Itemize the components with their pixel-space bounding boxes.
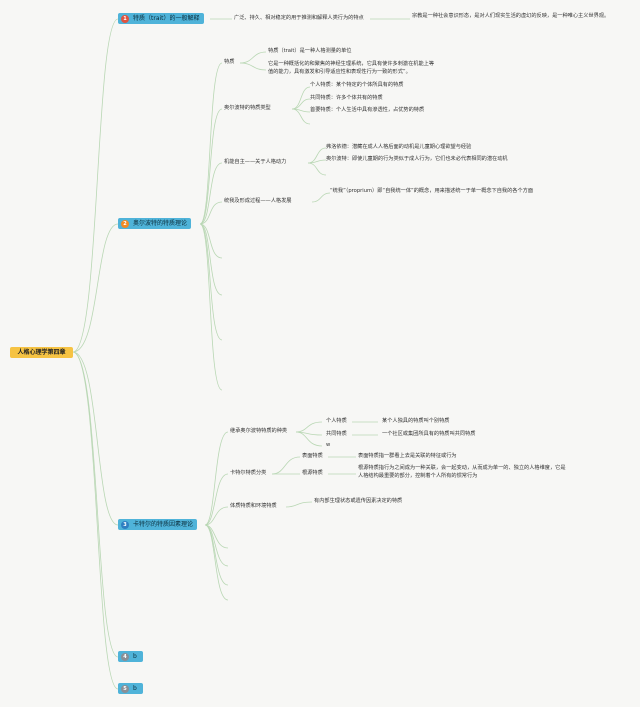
functional-autonomy-label[interactable]: 机能自主——关于人格动力	[224, 159, 287, 165]
autonomy-freud[interactable]: 弗洛依德：潜藏在成人人格后面的动机是儿童期心理欲望与经验	[326, 144, 472, 150]
branch-title: 特质（trait）的一般解释	[133, 15, 200, 22]
type-cardinal[interactable]: 首要特质：个人生活中具有渗透性，占优势的特质	[310, 107, 425, 113]
number-badge-icon: 3	[121, 520, 129, 529]
branch-5[interactable]: 5 b	[118, 683, 143, 694]
branch-cattell[interactable]: 3 卡特尔的特质因素理论	[118, 519, 198, 530]
constitution-detail[interactable]: 有内部生理状态或遗传因素决定的特质	[314, 498, 403, 504]
number-badge-icon: 4	[121, 652, 129, 661]
branch-trait-general[interactable]: 1 特质（trait）的一般解释	[118, 13, 204, 24]
common-trait-detail[interactable]: 一个社区或集团所具有的特质叫共同特质	[382, 431, 476, 437]
individual-trait-detail[interactable]: 某个人独具的特质叫个别特质	[382, 418, 450, 424]
constitution-label[interactable]: 体质特质和环境特质	[230, 503, 277, 509]
autonomy-allport[interactable]: 奥尔波特：即使儿童期的行为类似于成人行为，它们也未必代表相同的潜在动机	[326, 156, 508, 162]
type-common[interactable]: 共同特质：许多个体共有的特质	[310, 95, 383, 101]
trait-definition[interactable]: 广泛、持久、相对稳定的用于推测和解释人类行为的特点	[234, 15, 364, 21]
trait-detail-2[interactable]: 它是一种概括化的和聚焦的神经生理系统，它具有使许多刺激在机能上等值的能力，具有激…	[268, 61, 435, 75]
common-trait[interactable]: 共同特质	[326, 431, 347, 437]
branch-allport[interactable]: 2 奥尔波特的特质理论	[118, 218, 192, 229]
branch-4[interactable]: 4 b	[118, 651, 143, 662]
surface-trait[interactable]: 表面特质	[302, 453, 323, 459]
root-node[interactable]: 人格心理学第四章	[10, 347, 73, 358]
religion-note[interactable]: 宗教是一种社会意识形态，是对人们现实生活的虚幻的反映，是一种唯心主义世界观。	[412, 13, 610, 19]
cattell-classify-label[interactable]: 卡特尔特质分类	[230, 470, 267, 476]
number-badge-icon: 1	[121, 14, 129, 23]
trait-detail-1[interactable]: 特质（trait）是一种人格测量的单位	[268, 48, 352, 54]
branch-title: 卡特尔的特质因素理论	[133, 521, 194, 528]
branch-title: b	[133, 653, 137, 660]
trait-label[interactable]: 特质	[224, 59, 235, 65]
surface-trait-detail[interactable]: 表面特质指一群看上去是关联的特征或行为	[358, 453, 457, 459]
w-node[interactable]: w	[326, 442, 331, 448]
type-individual[interactable]: 个人特质：某个特定的个体所具有的特质	[310, 82, 404, 88]
allport-types-label[interactable]: 奥尔波特的特质类型	[224, 105, 271, 111]
branch-title: 奥尔波特的特质理论	[133, 220, 188, 227]
proprium-label[interactable]: 统我及形成过程——人格发展	[224, 198, 292, 204]
branch-title: b	[133, 685, 137, 692]
inherit-label[interactable]: 继承奥尔波特特质的种类	[230, 428, 288, 434]
individual-trait[interactable]: 个人特质	[326, 418, 347, 424]
proprium-detail[interactable]: “统我”（proprium）即“自我统一体”的概念，用来描述统一于单一概念下自我…	[330, 188, 534, 194]
number-badge-icon: 2	[121, 219, 129, 228]
source-trait-detail[interactable]: 根源特质指行为之间成为一种关联，会一起变动，从而成为单一的、独立的人格维度，它是…	[358, 465, 566, 479]
source-trait[interactable]: 根源特质	[302, 470, 323, 476]
number-badge-icon: 5	[121, 684, 129, 693]
